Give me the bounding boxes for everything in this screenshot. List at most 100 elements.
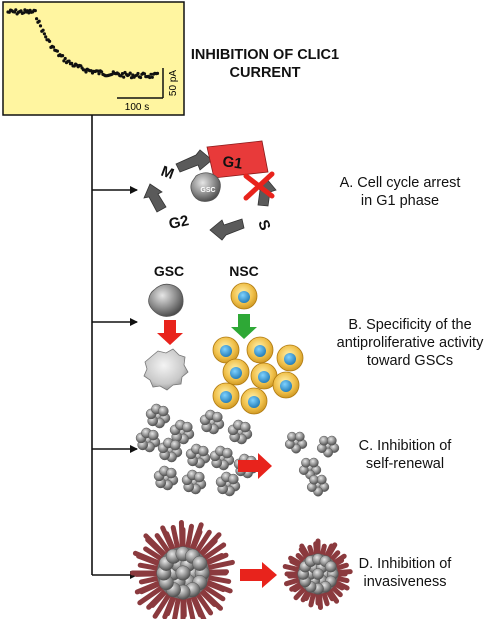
gsc-center-label: GSC <box>200 187 215 194</box>
trace-point <box>41 28 45 32</box>
neurospheres-after <box>284 431 340 497</box>
caption-b: B. Specificity of the antiproliferative … <box>336 317 484 369</box>
self-renewal-panel <box>135 403 340 497</box>
caption-a: A. Cell cycle arrest in G1 phase <box>339 175 461 209</box>
neurosphere <box>135 427 161 453</box>
trace-point <box>122 75 126 79</box>
trace-point <box>110 72 114 76</box>
gsc-label: GSC <box>154 263 184 279</box>
neurosphere <box>169 419 195 445</box>
trace-point <box>48 39 52 44</box>
nsc-daughter-cell <box>276 344 304 372</box>
nsc-daughter-cell <box>272 371 300 399</box>
cycle-arrow-m-left <box>143 183 167 213</box>
nsc-unaffected-arrow <box>231 314 257 339</box>
caption-c: C. Inhibition of self-renewal <box>358 438 452 472</box>
neurosphere <box>284 431 308 454</box>
trace-background <box>2 1 185 116</box>
trace-point <box>55 49 60 53</box>
neurosphere <box>316 435 340 458</box>
tumor-sphere-core <box>156 546 210 600</box>
neurosphere <box>185 443 211 469</box>
trace-point <box>139 75 143 80</box>
phase-label-m: M <box>159 163 177 183</box>
neurosphere <box>157 437 183 463</box>
trace-point <box>33 9 37 13</box>
trace-point <box>19 9 23 13</box>
caption-d: D. Inhibition of invasiveness <box>358 556 452 590</box>
trace-point <box>63 56 67 61</box>
specificity-panel: GSC NSC <box>143 263 304 415</box>
trace-point <box>42 32 47 36</box>
self-renewal-inhibition-arrow <box>238 453 272 479</box>
connector-lines <box>91 115 138 579</box>
trace-point <box>142 72 147 76</box>
trace-point <box>37 19 41 23</box>
gsc-inhibition-arrow <box>157 320 183 345</box>
trace-point <box>38 24 43 28</box>
neurosphere <box>153 465 179 491</box>
cell-cycle-block-icon <box>243 171 275 201</box>
g1-phase-box <box>206 140 269 179</box>
trace-point <box>67 59 71 63</box>
gsc-cell-center: GSC <box>190 172 221 202</box>
scale-label-current: 50 pA <box>168 70 179 96</box>
nsc-daughter-cell <box>212 336 240 364</box>
phase-label-g2: G2 <box>167 212 190 233</box>
current-trace <box>6 8 160 80</box>
trace-point <box>35 17 39 21</box>
trace-point <box>97 72 101 76</box>
nsc-proliferating-cluster <box>212 336 304 415</box>
gsc-dying-cell <box>143 348 189 391</box>
invasive-sphere-before <box>130 520 235 619</box>
invasive-sphere-after <box>282 538 353 610</box>
trace-point <box>120 72 124 76</box>
neurosphere <box>145 403 171 429</box>
trace-point <box>44 35 48 39</box>
invasiveness-panel <box>130 520 353 619</box>
neurosphere <box>298 457 322 480</box>
phase-label-s: S <box>254 218 273 233</box>
cell-cycle-diagram: GSC M G1 S G2 <box>143 140 277 241</box>
diagram-title: INHIBITION OF CLIC1 CURRENT <box>190 47 340 81</box>
trace-point <box>136 71 140 76</box>
trace-point <box>100 70 104 74</box>
cycle-arrow-m <box>175 149 213 173</box>
neurosphere <box>227 419 253 445</box>
trace-point <box>149 72 153 76</box>
nsc-daughter-cell <box>222 358 250 386</box>
trace-point <box>150 75 154 79</box>
nsc-label: NSC <box>229 263 259 279</box>
neurosphere <box>181 469 207 495</box>
neurosphere <box>199 409 225 435</box>
gsc-cell <box>148 283 184 317</box>
trace-point <box>51 45 56 49</box>
neurosphere <box>215 471 241 497</box>
nsc-cell <box>230 282 258 310</box>
nsc-daughter-cell <box>240 387 268 415</box>
current-trace-panel: 50 pA 100 s <box>2 1 185 116</box>
trace-point <box>62 59 66 63</box>
trace-point <box>155 71 160 75</box>
nsc-daughter-cell <box>250 362 278 390</box>
scale-label-time: 100 s <box>125 102 149 113</box>
nsc-daughter-cell <box>212 382 240 410</box>
trace-point <box>14 8 18 12</box>
trace-point <box>148 75 152 80</box>
neurosphere <box>306 474 330 497</box>
neurospheres-before <box>135 403 259 497</box>
nsc-daughter-cell <box>246 336 274 364</box>
cycle-arrow-g2 <box>209 218 245 241</box>
tumor-sphere-core <box>297 553 339 595</box>
trace-point <box>96 69 100 73</box>
trace-point <box>61 54 65 58</box>
phase-label-g1: G1 <box>221 153 243 173</box>
trace-point <box>129 76 134 80</box>
trace-point <box>128 71 132 75</box>
trace-point <box>27 11 31 15</box>
neurosphere <box>209 445 235 471</box>
trace-point <box>70 61 74 65</box>
trace-point <box>84 70 88 74</box>
invasiveness-inhibition-arrow <box>240 562 277 588</box>
